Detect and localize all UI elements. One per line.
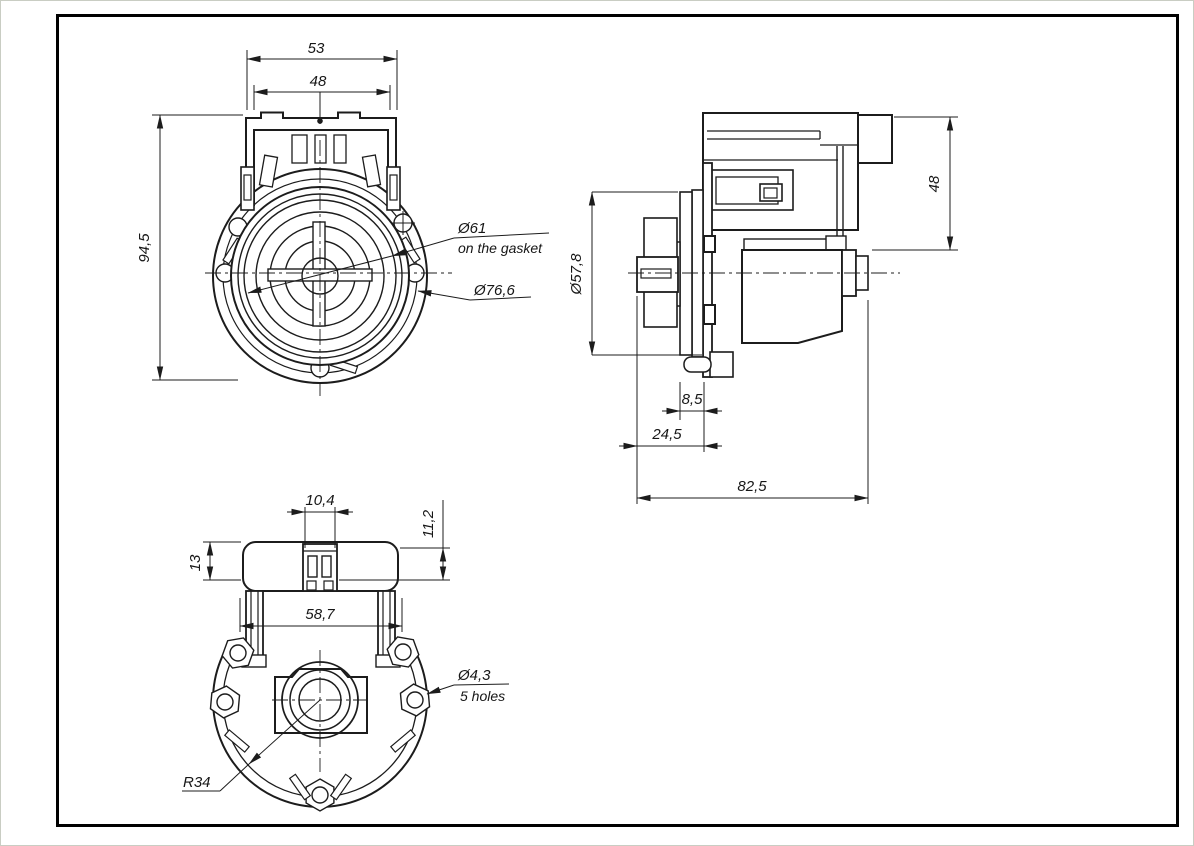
front-view-dimensions: 53 48 94,5 Ø61 on the gasket Ø76,6 bbox=[136, 40, 550, 381]
fin bbox=[333, 134, 347, 164]
mount-foot bbox=[709, 351, 734, 378]
mount-holes bbox=[209, 636, 431, 812]
fin bbox=[291, 134, 308, 164]
front-top-bracket bbox=[245, 111, 397, 206]
leader-label-gasket-dia: Ø61 bbox=[457, 220, 486, 237]
flange-plate bbox=[691, 189, 704, 358]
inlet-stub bbox=[643, 217, 678, 261]
clip bbox=[703, 235, 716, 253]
leader-label-face-dia: Ø76,6 bbox=[473, 282, 516, 299]
inlet-stub bbox=[643, 289, 678, 328]
motor-body bbox=[741, 249, 843, 344]
drawing-frame bbox=[56, 14, 1179, 827]
dim-label-side-flange-dia: Ø57,8 bbox=[568, 253, 585, 296]
flange-disc bbox=[679, 191, 693, 356]
dim-label-side-offset-small: 8,5 bbox=[682, 391, 704, 408]
fin bbox=[314, 134, 327, 164]
leader-label-hole-count: 5 holes bbox=[460, 688, 505, 704]
dim-label-side-bracket-height: 48 bbox=[926, 175, 943, 192]
dim-label-side-total-length: 82,5 bbox=[737, 478, 767, 495]
mount-foot bbox=[683, 356, 712, 373]
flange-plate bbox=[702, 162, 713, 378]
side-view bbox=[628, 112, 900, 378]
bottom-view bbox=[209, 541, 431, 812]
flange-slot bbox=[288, 773, 312, 801]
dim-label-front-width-inner: 48 bbox=[310, 73, 327, 90]
leader-label-flange-radius: R34 bbox=[183, 774, 211, 791]
dim-label-housing-height: 13 bbox=[187, 554, 204, 571]
fin bbox=[258, 154, 279, 188]
tie-rod bbox=[743, 238, 829, 251]
clip bbox=[386, 166, 401, 211]
clip bbox=[703, 304, 716, 325]
fin bbox=[361, 154, 382, 188]
bottom-view-dimensions: 10,4 11,2 13 58,7 R34 Ø4,3 5 holes bbox=[182, 492, 510, 792]
flange-slot bbox=[389, 729, 417, 753]
front-view bbox=[205, 111, 452, 396]
dim-label-front-height: 94,5 bbox=[136, 233, 153, 263]
side-view-dimensions: 48 Ø57,8 8,5 24,5 82,5 bbox=[568, 116, 958, 504]
side-connector-block bbox=[857, 114, 893, 164]
dim-label-front-width-outer: 53 bbox=[308, 40, 325, 57]
front-flange-hole-marked bbox=[391, 211, 415, 235]
leader-label-gasket-note: on the gasket bbox=[458, 240, 543, 256]
dim-label-mount-width: 58,7 bbox=[305, 606, 335, 623]
clip bbox=[240, 166, 255, 211]
flange-slot bbox=[329, 773, 353, 801]
flange-slot bbox=[223, 729, 251, 753]
leader-label-hole-dia: Ø4,3 bbox=[457, 667, 491, 684]
dim-label-connector-width: 10,4 bbox=[305, 492, 334, 509]
shaft bbox=[640, 268, 672, 279]
dim-label-side-pump-depth: 24,5 bbox=[651, 426, 682, 443]
dim-label-connector-height: 11,2 bbox=[420, 509, 437, 538]
